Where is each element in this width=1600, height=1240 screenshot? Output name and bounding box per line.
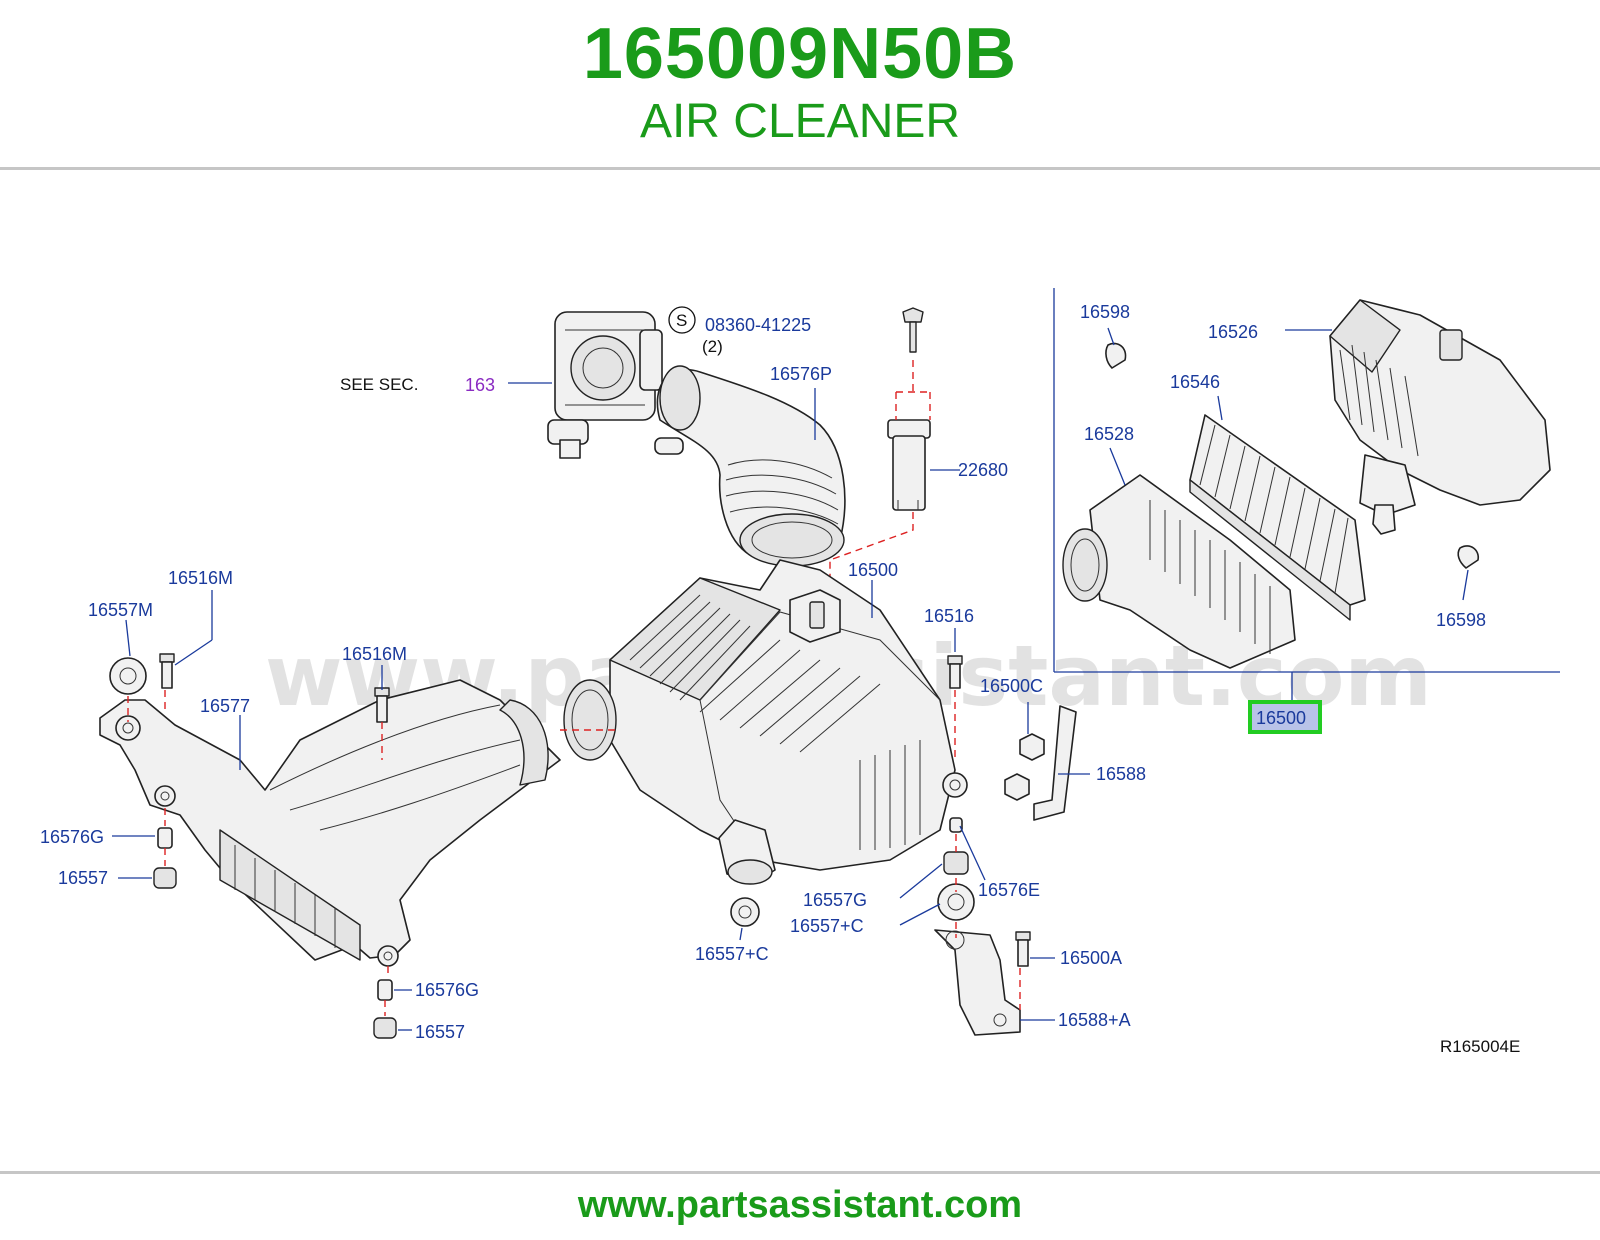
callout-16516M-mid[interactable]: 16516M — [342, 644, 407, 664]
callout-08360-41225[interactable]: 08360-41225 — [705, 315, 811, 335]
callout-16516[interactable]: 16516 — [924, 606, 974, 626]
callout-16557-bottom[interactable]: 16557 — [415, 1022, 465, 1042]
callout-16557M[interactable]: 16557M — [88, 600, 153, 620]
callout-16546[interactable]: 16546 — [1170, 372, 1220, 392]
right-hardware-dash — [954, 690, 1021, 1010]
leader-lines — [112, 327, 1469, 1031]
lower-box-16528-drawing — [1062, 474, 1296, 669]
screw-symbol-letter: S — [676, 311, 687, 330]
callout-16598-bottom[interactable]: 16598 — [1436, 610, 1486, 630]
callout-16500C[interactable]: 16500C — [980, 676, 1043, 696]
air-flow-sensor-drawing — [887, 307, 931, 511]
callout-16557C-mid[interactable]: 16557+C — [695, 944, 769, 964]
upper-box-16526-drawing — [1329, 299, 1551, 535]
intake-duct-drawing — [654, 365, 846, 567]
callout-16576G-left[interactable]: 16576G — [40, 827, 104, 847]
header-divider — [0, 167, 1600, 170]
throttle-body-drawing — [547, 311, 663, 459]
part-name-subtitle: AIR CLEANER — [639, 95, 961, 148]
right-hardware-drawing — [934, 655, 1077, 1036]
callout-16577[interactable]: 16577 — [200, 696, 250, 716]
callout-16500-main[interactable]: 16500 — [848, 560, 898, 580]
air-cleaner-box-drawing — [563, 559, 968, 885]
sensor-dash-lines — [895, 360, 931, 420]
callout-16557G[interactable]: 16557G — [803, 890, 867, 910]
callout-16516M-left[interactable]: 16516M — [168, 568, 233, 588]
screw-note: S 08360-41225 (2) — [668, 306, 811, 356]
callout-16576P[interactable]: 16576P — [770, 364, 832, 384]
see-sec-label: SEE SEC. — [340, 375, 418, 394]
diagram-code: R165004E — [1440, 1037, 1520, 1056]
callout-16576G-bottom[interactable]: 16576G — [415, 980, 479, 1000]
callout-labels: 16576P 22680 16500 16516M 16557M 16516M … — [40, 302, 1486, 1042]
callout-16528[interactable]: 16528 — [1084, 424, 1134, 444]
callout-16526[interactable]: 16526 — [1208, 322, 1258, 342]
callout-16557C-right[interactable]: 16557+C — [790, 916, 864, 936]
screw-quantity: (2) — [702, 337, 723, 356]
callout-16598-top[interactable]: 16598 — [1080, 302, 1130, 322]
left-hardware-dash — [127, 690, 389, 1016]
callout-16576E[interactable]: 16576E — [978, 880, 1040, 900]
clip-16598-drawing — [1105, 342, 1480, 569]
sensor-to-box-dash — [829, 512, 914, 585]
highlight-box — [1248, 700, 1322, 734]
see-sec-ref-link[interactable]: 163 — [465, 375, 495, 395]
left-hardware-drawing — [109, 653, 760, 1039]
callout-16500A[interactable]: 16500A — [1060, 948, 1122, 968]
page-header: 165009N50B AIR CLEANER — [0, 0, 1600, 170]
part-number-title: 165009N50B — [582, 14, 1018, 94]
air-filter-element-16546-drawing — [1189, 414, 1366, 621]
callout-16500-highlighted[interactable]: 16500 — [1256, 708, 1306, 728]
resonator-duct-drawing — [99, 679, 561, 967]
footer-divider — [0, 1171, 1600, 1174]
callout-16588[interactable]: 16588 — [1096, 764, 1146, 784]
footer-website-link[interactable]: www.partsassistant.com — [577, 1184, 1023, 1226]
screw-symbol-icon — [668, 306, 696, 334]
callout-16557-left[interactable]: 16557 — [58, 868, 108, 888]
highlighted-callout-16500[interactable]: 16500 — [1248, 700, 1322, 734]
callout-16588A[interactable]: 16588+A — [1058, 1010, 1131, 1030]
callout-22680[interactable]: 22680 — [958, 460, 1008, 480]
